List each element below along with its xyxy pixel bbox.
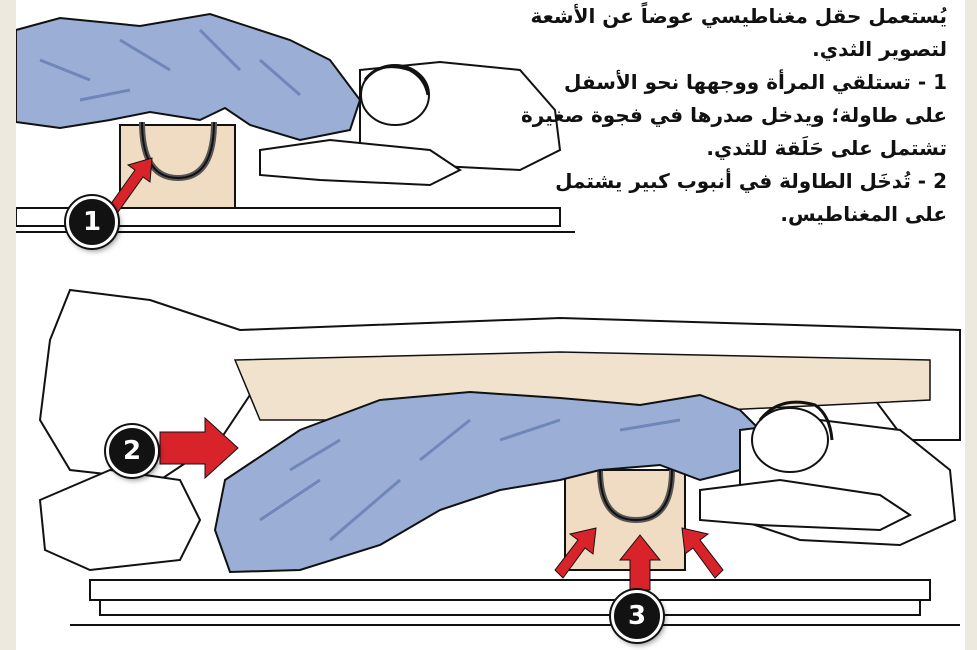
blanket-1 — [16, 14, 360, 140]
caption-step1: 1 - تستلقي المرأة ووجهها نحو الأسفل على … — [517, 66, 947, 165]
step-badge-2: 2 — [106, 425, 158, 477]
caption-block: يُستعمل حقل مغناطيسي عوضاً عن الأشعة لتص… — [517, 0, 947, 231]
caption-step2: 2 - تُدخَل الطاولة في أنبوب كبير يشتمل ع… — [517, 165, 947, 231]
exam-table-base-2 — [90, 580, 930, 600]
step-badge-1: 1 — [66, 196, 118, 248]
caption-intro: يُستعمل حقل مغناطيسي عوضاً عن الأشعة لتص… — [517, 0, 947, 66]
step2-scene — [40, 290, 960, 625]
step-badge-3: 3 — [611, 590, 663, 642]
arrow-3-right — [682, 528, 723, 578]
pillow-2 — [40, 470, 200, 570]
